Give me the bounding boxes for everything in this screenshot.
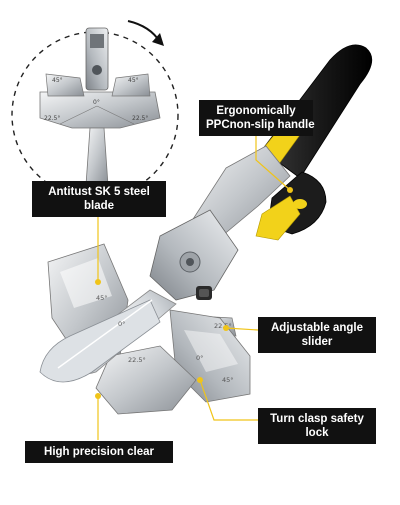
inset-label-right-45: 45° — [128, 77, 139, 84]
callout-lock-line1: Turn clasp safety — [270, 413, 364, 425]
inset-detail: 45° 45° 22.5° 22.5° 0° — [11, 20, 179, 199]
leader-slider — [225, 327, 259, 331]
callout-clear: High precision clear — [25, 441, 173, 463]
miter-shear: 45° 0° 22.5° 0° 22.5° 45° — [39, 44, 373, 415]
callout-blade-line2: blade — [83, 200, 115, 212]
callout-clear-line1: High precision clear — [44, 446, 154, 458]
scale-label-e: 22.5° — [214, 322, 232, 330]
inset-label-right-22: 22.5° — [132, 115, 148, 122]
callout-blade-line1: Antitust SK 5 steel — [48, 186, 150, 198]
inset-base-plate — [39, 91, 161, 129]
scale-label-d: 0° — [196, 354, 203, 362]
callout-lock: Turn clasp safety lock — [258, 408, 376, 444]
bottom-guide-plate — [95, 345, 197, 415]
inset-label-left-45: 45° — [52, 77, 63, 84]
callout-slider-line1: Adjustable angle — [270, 322, 364, 334]
inset-label-left-22: 22.5° — [44, 115, 60, 122]
callout-handle-line2: PPCnon-slip handle — [206, 119, 315, 131]
leader-handle — [255, 132, 291, 191]
scale-label-f: 45° — [222, 376, 234, 384]
callout-handle: Ergonomically PPCnon-slip handle — [199, 100, 315, 136]
callout-handle-line1: Ergonomically — [216, 105, 296, 117]
safety-lock-knob — [196, 286, 212, 300]
leader-lock — [199, 379, 258, 421]
scale-label-b: 0° — [118, 320, 125, 328]
scale-label-a: 45° — [96, 294, 108, 302]
inset-label-zero: 0° — [93, 99, 100, 106]
rotate-arrow-icon — [127, 20, 164, 46]
callout-slider-line2: slider — [301, 336, 333, 348]
leader-lines — [95, 132, 293, 440]
callout-blade: Antitust SK 5 steel blade — [32, 181, 166, 217]
inset-stem — [85, 127, 109, 186]
callout-lock-line2: lock — [305, 427, 329, 439]
lower-blade — [39, 299, 161, 383]
scale-label-c: 22.5° — [128, 356, 146, 364]
callout-slider: Adjustable angle slider — [258, 317, 376, 353]
